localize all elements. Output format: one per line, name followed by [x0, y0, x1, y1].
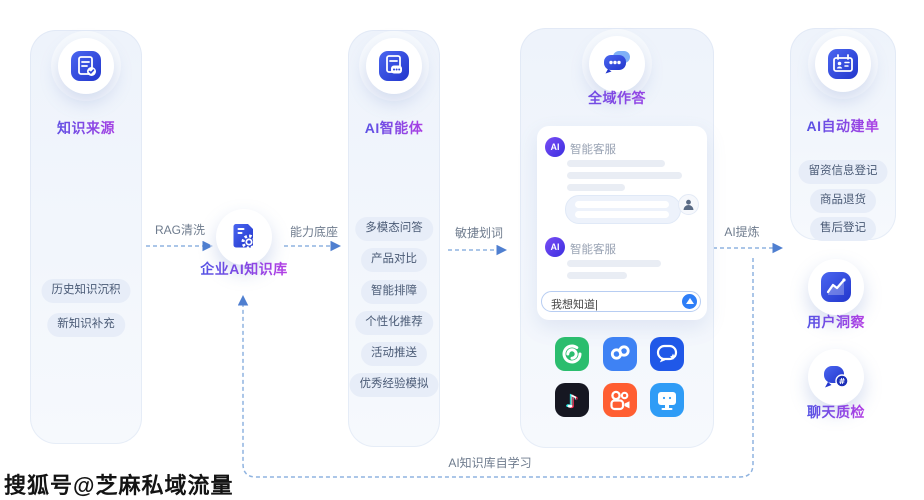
- user-insight-title: 用户洞察: [796, 312, 876, 332]
- user-message-bubble: [565, 195, 681, 224]
- chat-badge-icon: #: [824, 366, 849, 388]
- ai-agent-title: AI智能体: [348, 118, 440, 138]
- ai-avatar: AI: [545, 137, 565, 157]
- blue-loop-app-icon[interactable]: [603, 337, 637, 371]
- user-insight-icon-circle: [808, 259, 864, 315]
- send-button[interactable]: [682, 294, 697, 309]
- message-skeleton-line: [567, 260, 661, 267]
- watermark: 搜狐号@芝麻私域流量: [4, 473, 234, 498]
- person-icon: [683, 199, 694, 210]
- auto-ticket-card: AI自动建单 留资信息登记 商品退货 售后登记: [790, 28, 896, 241]
- kuaishou-app-icon[interactable]: [603, 383, 637, 417]
- desktop-app-icon[interactable]: [650, 383, 684, 417]
- enterprise-kb-title: 企业AI知识库: [186, 259, 302, 279]
- agent-name: 智能客服: [570, 144, 616, 156]
- message-skeleton-line: [575, 201, 669, 208]
- chat-bubble-app-icon[interactable]: [650, 337, 684, 371]
- capability-label: 能力底座: [289, 225, 338, 239]
- ai-refine-label: AI提炼: [724, 225, 760, 239]
- message-skeleton-line: [575, 211, 669, 218]
- agent-capability: 个性化推荐: [355, 311, 433, 335]
- arrow-self-learn-loop: [237, 258, 754, 478]
- agent-capability: 优秀经验模拟: [349, 373, 439, 397]
- message-skeleton-line: [567, 272, 627, 279]
- knowledge-source-card: 知识来源 历史知识沉积 新知识补充: [30, 30, 142, 444]
- chat-qc-icon-circle: #: [808, 349, 864, 405]
- self-learn-label: AI知识库自学习: [448, 456, 532, 470]
- svg-text:♪: ♪: [568, 392, 580, 413]
- ticket-item: 售后登记: [810, 217, 876, 241]
- chat-input[interactable]: 我想知道|: [541, 291, 701, 312]
- chat-bubbles-icon: [604, 51, 630, 74]
- knowledge-source-title: 知识来源: [30, 118, 142, 138]
- ai-agent-card: AI智能体 多模态问答 产品对比 智能排障 个性化推荐 活动推送 优秀经验模拟: [348, 30, 440, 447]
- user-avatar: [678, 194, 699, 215]
- auto-ticket-icon-circle: [815, 36, 871, 92]
- knowledge-item: 新知识补充: [47, 313, 125, 337]
- agent-capability: 产品对比: [361, 248, 427, 272]
- ticket-item: 留资信息登记: [798, 160, 888, 184]
- green-swirl-app-icon[interactable]: [555, 337, 589, 371]
- auto-ticket-title: AI自动建单: [790, 116, 896, 136]
- omni-answer-title: 全域作答: [520, 88, 714, 108]
- id-card-icon: [828, 49, 858, 79]
- knowledge-item: 历史知识沉积: [41, 279, 131, 303]
- quick-word-label: 敏捷划词: [454, 226, 503, 240]
- ticket-item: 商品退货: [810, 189, 876, 213]
- svg-text:#: #: [839, 377, 846, 386]
- message-skeleton-line: [567, 184, 625, 191]
- douyin-app-icon[interactable]: ♪ ♪ ♪: [555, 383, 589, 417]
- line-chart-icon: [821, 272, 851, 302]
- message-skeleton-line: [567, 172, 682, 179]
- svg-text:♪: ♪: [566, 392, 578, 413]
- chat-qc-title: 聊天质检: [796, 402, 876, 422]
- agent-name: 智能客服: [570, 244, 616, 256]
- message-skeleton-line: [567, 160, 665, 167]
- send-arrow-icon: [685, 298, 694, 304]
- ai-avatar: AI: [545, 237, 565, 257]
- agent-capability: 多模态问答: [355, 217, 433, 241]
- omni-answer-icon-circle: [589, 36, 645, 92]
- document-check-icon: [71, 51, 101, 81]
- ai-agent-icon-circle: [366, 38, 422, 94]
- svg-text:♪: ♪: [565, 391, 577, 412]
- agent-capability: 活动推送: [361, 342, 427, 366]
- document-gear-icon: [233, 224, 257, 250]
- knowledge-source-icon-circle: [58, 38, 114, 94]
- chat-mockup: AI 智能客服 AI 智能客服 我想知道|: [537, 126, 707, 320]
- document-chat-icon: [379, 51, 409, 81]
- agent-capability: 智能排障: [361, 280, 427, 304]
- rag-label: RAG清洗: [154, 223, 205, 237]
- chat-input-value: 我想知道|: [551, 299, 598, 311]
- enterprise-kb-icon-circle: [216, 209, 272, 265]
